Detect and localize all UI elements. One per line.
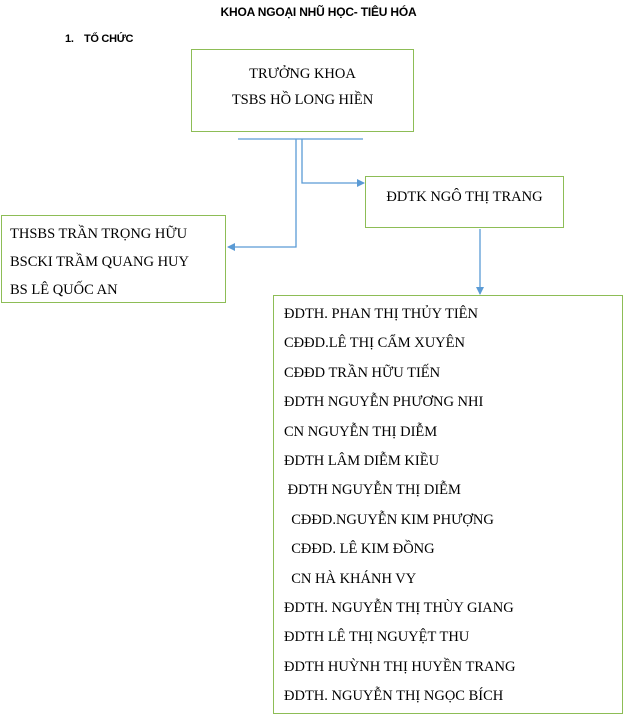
connector-head-to-doctors	[227, 139, 297, 251]
section-number: 1.	[65, 33, 74, 45]
nurse-name: CN NGUYỄN THỊ DIỄM	[284, 423, 438, 440]
nurse-name: ĐDTH HUỲNH THỊ HUYỀN TRANG	[284, 658, 516, 675]
department-head-role: TRƯỞNG KHOA	[249, 66, 356, 82]
department-head-box: TRƯỞNG KHOA TSBS HỒ LONG HIỀN	[191, 49, 414, 132]
head-nurse-name: ĐDTK NGÔ THỊ TRANG	[386, 189, 543, 205]
nurse-name: ĐDTH LÂM DIỄM KIỀU	[284, 453, 440, 470]
doctor-name: BSCKI TRẦM QUANG HUY	[10, 254, 189, 270]
nurse-name: CĐĐD.NGUYỄN KIM PHƯỢNG	[284, 511, 494, 528]
nurse-name: ĐDTH LÊ THỊ NGUYỆT THU	[284, 629, 470, 646]
connector-head-to-head-nurse	[301, 139, 365, 187]
nurse-name: CĐĐD TRẦN HỮU TIẾN	[284, 364, 441, 381]
nurses-box: ĐDTH. PHAN THỊ THỦY TIÊN CĐĐD.LÊ THỊ CẨM…	[273, 295, 623, 714]
nurse-name: ĐDTH. PHAN THỊ THỦY TIÊN	[284, 306, 478, 322]
head-nurse-box: ĐDTK NGÔ THỊ TRANG	[365, 176, 564, 228]
nurse-name: ĐDTH. NGUYỄN THỊ THÙY GIANG	[284, 600, 514, 617]
nurse-name: ĐDTH. NGUYỄN THỊ NGỌC BÍCH	[284, 688, 504, 705]
doctor-name: THSBS TRẦN TRỌNG HỮU	[10, 226, 188, 242]
nurse-name: CN HÀ KHÁNH VY	[284, 570, 417, 587]
nurse-name: ĐDTH NGUYỄN PHƯƠNG NHI	[284, 394, 484, 411]
section-heading: 1. TỔ CHỨC	[65, 33, 134, 45]
nurse-name: CĐĐD.LÊ THỊ CẨM XUYÊN	[284, 335, 465, 352]
doctor-name: BS LÊ QUỐC AN	[10, 282, 118, 298]
nurse-name: ĐDTH NGUYỄN THỊ DIỄM	[284, 482, 461, 499]
page-title: KHOA NGOẠI NHŨ HỌC- TIÊU HÓA	[220, 5, 417, 19]
section-label: TỔ CHỨC	[84, 33, 134, 45]
doctors-box: THSBS TRẦN TRỌNG HỮU BSCKI TRẦM QUANG HU…	[1, 215, 226, 303]
nurse-name: CĐĐD. LÊ KIM ĐỒNG	[284, 541, 435, 558]
department-head-name: TSBS HỒ LONG HIỀN	[231, 92, 374, 108]
